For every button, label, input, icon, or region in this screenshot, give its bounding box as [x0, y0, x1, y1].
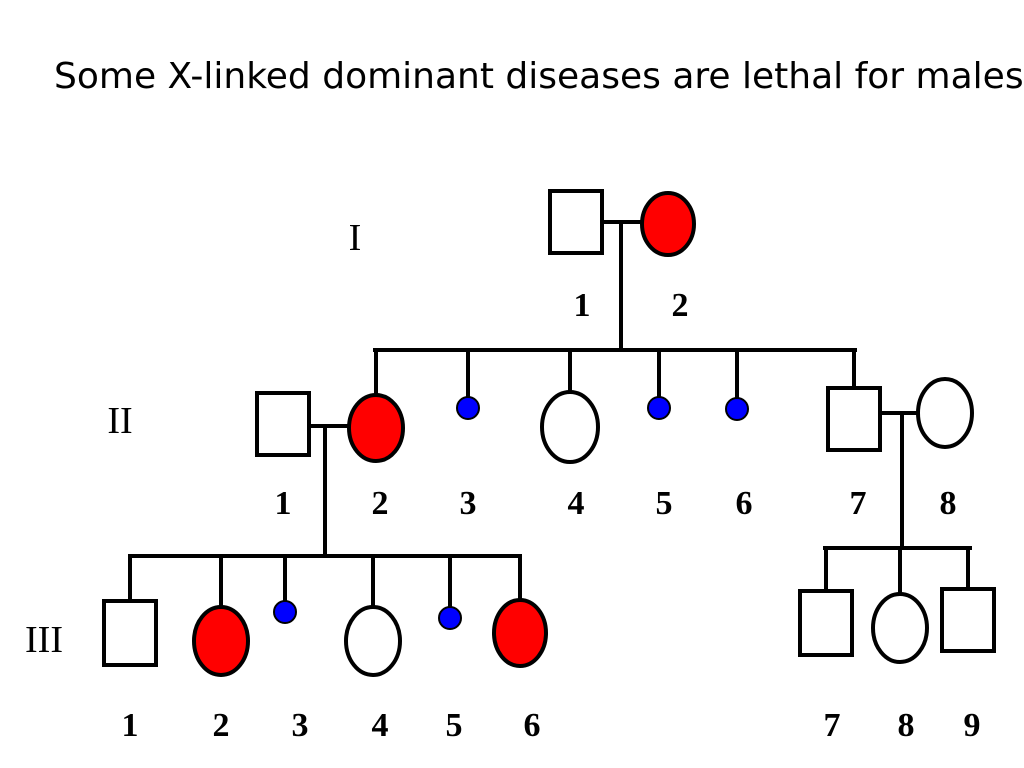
gen-iii-3-miscarriage-dot — [273, 600, 297, 624]
gen-iii-9-number: 9 — [964, 707, 981, 744]
gen-ii-5-miscarriage-dot — [647, 396, 671, 420]
gen-iii-4-female-circle — [344, 605, 402, 677]
gen-iii-2-number: 2 — [213, 707, 230, 744]
gen-iii-5-number: 5 — [446, 707, 463, 744]
gen-iii-1-male-square — [102, 599, 158, 667]
gen-ii-2-number: 2 — [372, 485, 389, 522]
gen-ii-5-number: 5 — [656, 485, 673, 522]
gen-ii-8-female-circle — [916, 377, 974, 449]
gen-iii-8-number: 8 — [898, 707, 915, 744]
gen-iii-7-number: 7 — [824, 707, 841, 744]
gen-iii-6-number: 6 — [524, 707, 541, 744]
generation-label-i: I — [349, 217, 362, 259]
gen-ii-4-female-circle — [540, 390, 600, 464]
generation-label-ii: II — [107, 400, 132, 442]
gen-iii-5-miscarriage-dot — [438, 606, 462, 630]
gen-iii-6-female-circle — [492, 598, 548, 668]
gen-ii-1-number: 1 — [275, 485, 292, 522]
gen-ii-2-female-circle — [347, 393, 405, 463]
gen-ii-7-male-square — [826, 386, 882, 452]
gen-ii-3-number: 3 — [460, 485, 477, 522]
gen-iii-4-number: 4 — [372, 707, 389, 744]
gen-ii-3-miscarriage-dot — [456, 396, 480, 420]
gen-iii-2-female-circle — [192, 605, 250, 677]
gen-ii-4-number: 4 — [568, 485, 585, 522]
gen-ii-8-number: 8 — [940, 485, 957, 522]
gen-iii-8-female-circle — [871, 592, 929, 664]
gen-i-2-number: 2 — [672, 287, 689, 324]
generation-label-iii: III — [25, 619, 63, 661]
gen-iii-3-number: 3 — [292, 707, 309, 744]
gen-i-2-female-circle — [640, 191, 696, 257]
gen-ii-6-number: 6 — [736, 485, 753, 522]
gen-iii-7-male-square — [798, 589, 854, 657]
gen-ii-7-number: 7 — [850, 485, 867, 522]
gen-i-1-number: 1 — [574, 287, 591, 324]
gen-iii-9-male-square — [940, 587, 996, 653]
gen-i-1-male-square — [548, 189, 604, 255]
gen-ii-6-miscarriage-dot — [725, 397, 749, 421]
gen-ii-1-male-square — [255, 391, 311, 457]
slide-title: Some X-linked dominant diseases are leth… — [54, 56, 1024, 97]
gen-iii-1-number: 1 — [122, 707, 139, 744]
